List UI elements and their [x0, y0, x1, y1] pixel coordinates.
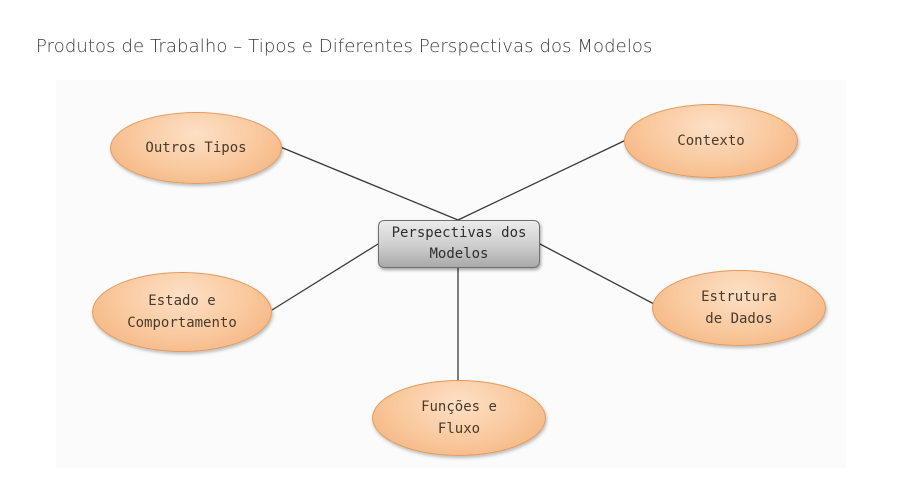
node-funcoes-fluxo-label: Funções e Fluxo: [421, 399, 497, 437]
connector-estrutura-dados: [539, 243, 655, 305]
connector-estado-comportamento: [271, 243, 379, 311]
slide-title: Produtos de Trabalho – Tipos e Diferente…: [36, 36, 653, 57]
node-contexto: Contexto: [624, 104, 798, 178]
node-estado-comportamento-label: Estado e Comportamento: [127, 293, 237, 331]
node-outros-tipos: Outros Tipos: [110, 112, 282, 184]
center-node-perspectivas: Perspectivas dos Modelos: [378, 220, 540, 268]
node-estado-comportamento: Estado e Comportamento: [92, 272, 272, 352]
node-outros-tipos-label: Outros Tipos: [145, 140, 247, 156]
node-funcoes-fluxo: Funções e Fluxo: [372, 380, 546, 456]
node-contexto-label: Contexto: [677, 133, 745, 149]
center-node-label: Perspectivas dos Modelos: [391, 225, 527, 262]
node-estrutura-dados-label: Estrutura de Dados: [701, 289, 777, 327]
connector-outros-tipos: [277, 145, 459, 221]
node-estrutura-dados: Estrutura de Dados: [652, 270, 826, 346]
connector-contexto: [457, 139, 627, 221]
